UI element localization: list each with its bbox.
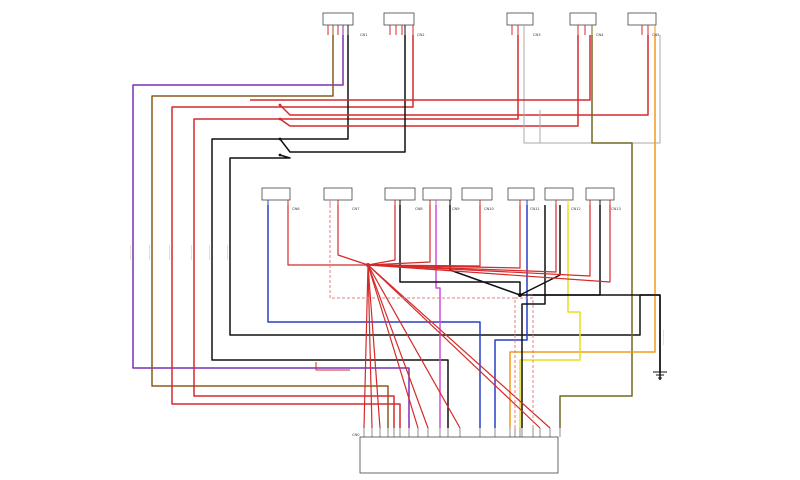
- wire-label: ~~~~~~~: [148, 245, 151, 260]
- splice-node: [278, 117, 282, 121]
- connector-id: CN9: [452, 207, 460, 211]
- connector-id: CN8: [415, 207, 423, 211]
- wire-red-drop-8: [367, 264, 551, 429]
- connector-id: CN3: [533, 33, 540, 37]
- wire-red-fan-9: [367, 205, 611, 283]
- wire-brown: [151, 35, 389, 428]
- wire-red-2: [193, 35, 519, 428]
- connector-cn1: CN1: [322, 12, 367, 37]
- main-connector: CN0: [352, 428, 561, 474]
- wire-black-central: [399, 205, 601, 296]
- connector-cn2: CN2: [383, 12, 424, 37]
- connector-cn10: CN10: [461, 187, 494, 211]
- splice-node: [518, 293, 522, 297]
- connector-cn13: CN13: [585, 187, 621, 211]
- connector-id: CN4: [596, 33, 604, 37]
- wire-red-fan-6: [367, 205, 521, 269]
- wire-magenta: [435, 205, 441, 428]
- splice-node: [278, 153, 282, 157]
- wire-blue: [267, 205, 481, 428]
- connector-cn11: CN11: [507, 187, 540, 211]
- wire-red-drop-3: [367, 264, 381, 429]
- splice-node: [278, 137, 282, 141]
- wire-yellow: [519, 205, 581, 428]
- wire-black-central-3: [519, 205, 561, 296]
- connector-cn3: CN3: [506, 12, 540, 37]
- wire-black-jumper: [279, 35, 406, 153]
- wire-red-drop-5: [367, 264, 429, 429]
- connector-id: CN7: [352, 207, 359, 211]
- connector-id: CN2: [417, 33, 424, 37]
- wire-black-central-2: [449, 205, 521, 296]
- wire-black-outer: [211, 35, 449, 428]
- wire-purple: [132, 35, 410, 428]
- wire-red-jumper-a: [279, 35, 649, 116]
- wire-red-fan-1: [287, 205, 368, 266]
- wire-red-fan-7: [367, 205, 557, 273]
- connector-cn6: CN6: [261, 187, 300, 211]
- wire-red-fan-3: [367, 205, 396, 266]
- wire-black-ground: [533, 294, 661, 372]
- wire-pink-dashed-2: [515, 297, 534, 428]
- wire-red-drop-2: [367, 264, 373, 429]
- wire-red-fan-8: [367, 205, 591, 277]
- wire-red-fan-2: [337, 205, 369, 266]
- connector-cn9: CN9: [422, 187, 460, 211]
- connector-cn4: CN4: [569, 12, 604, 37]
- connector-id: CN11: [530, 207, 540, 211]
- wire-label: ~~~~~~~: [190, 245, 193, 260]
- wire-red-drop-4: [367, 264, 419, 429]
- connector-id: CN1: [360, 33, 367, 37]
- wire-red-fan-5: [367, 205, 481, 267]
- connector-id: CN12: [571, 207, 581, 211]
- splice-node: [278, 103, 282, 107]
- connector-id: CN10: [484, 207, 494, 211]
- wire-label: ~~~~~~~: [662, 330, 665, 345]
- connector-cn5: CN5: [627, 12, 659, 37]
- ground-icon: [653, 371, 667, 379]
- wire-orange: [509, 35, 656, 428]
- connector-cn7: CN7: [323, 187, 359, 211]
- wire-label: ~~~~~~~: [168, 245, 171, 260]
- wire-olive: [559, 35, 633, 428]
- wire-pink-dashed: [329, 205, 516, 428]
- connector-id: CN13: [611, 207, 621, 211]
- wire-red-drop-6: [367, 264, 461, 429]
- wire-red-drop-1: [363, 264, 369, 429]
- connector-id: CN5: [652, 33, 659, 37]
- connector-cn8: CN8: [384, 187, 423, 211]
- splice-node: [366, 263, 370, 267]
- wire-red-short: [315, 362, 350, 371]
- connector-id: CN6: [292, 207, 300, 211]
- wire-black-central-4: [521, 205, 546, 428]
- wire-label: ~~~~~~~: [208, 245, 211, 260]
- wire-red-jumper-b: [279, 35, 579, 127]
- wire-red-outer: [171, 35, 414, 428]
- wire-label: ~~~~~~~: [129, 245, 132, 260]
- wire-label: ~~~~~~~: [226, 245, 229, 260]
- wire-red-ring: [250, 35, 591, 101]
- wire-red-drop-7: [367, 264, 541, 429]
- connector-id: CN0: [352, 433, 360, 437]
- connector-cn12: CN12: [544, 187, 581, 211]
- wire-red-fan-4: [367, 205, 431, 266]
